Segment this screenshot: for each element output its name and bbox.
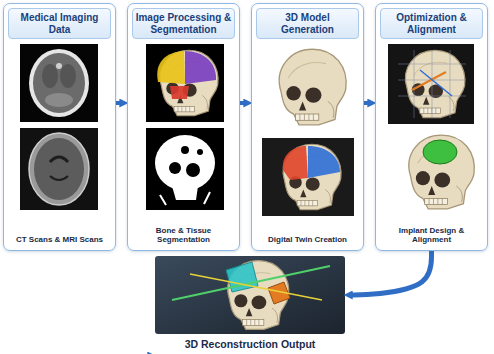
flow-arrow (240, 101, 246, 105)
process-panel: Medical Imaging Data CT Scans & MRI Scans (3, 3, 116, 251)
flow-arrow (350, 251, 432, 295)
panel-caption: Implant Design & Alignment (376, 226, 487, 245)
panel-caption: CT Scans & MRI Scans (4, 235, 115, 245)
segmentation-images (146, 44, 224, 210)
process-panel: 3D Model GenerationDigital Twin Creation (251, 3, 364, 251)
output-label: 3D Reconstruction Output (155, 338, 345, 351)
panel-title: Medical Imaging Data (8, 8, 111, 39)
model-images (262, 49, 354, 216)
process-panel: Image Processing & SegmentationBone & Ti… (127, 3, 240, 251)
implant-images (388, 44, 474, 209)
panel-title: Optimization & Alignment (380, 8, 483, 39)
output-panel: 3D Reconstruction Output (155, 256, 345, 351)
panel-caption: Bone & Tissue Segmentation (128, 226, 239, 245)
process-panel: Optimization & AlignmentImplant Design &… (375, 3, 488, 251)
flow-arrow (364, 101, 370, 105)
flow-arrow (116, 101, 122, 105)
scan-images (20, 44, 98, 210)
panel-title: Image Processing & Segmentation (132, 8, 235, 39)
panel-title: 3D Model Generation (256, 8, 359, 39)
output-image (155, 256, 345, 334)
panel-caption: Digital Twin Creation (252, 235, 363, 245)
